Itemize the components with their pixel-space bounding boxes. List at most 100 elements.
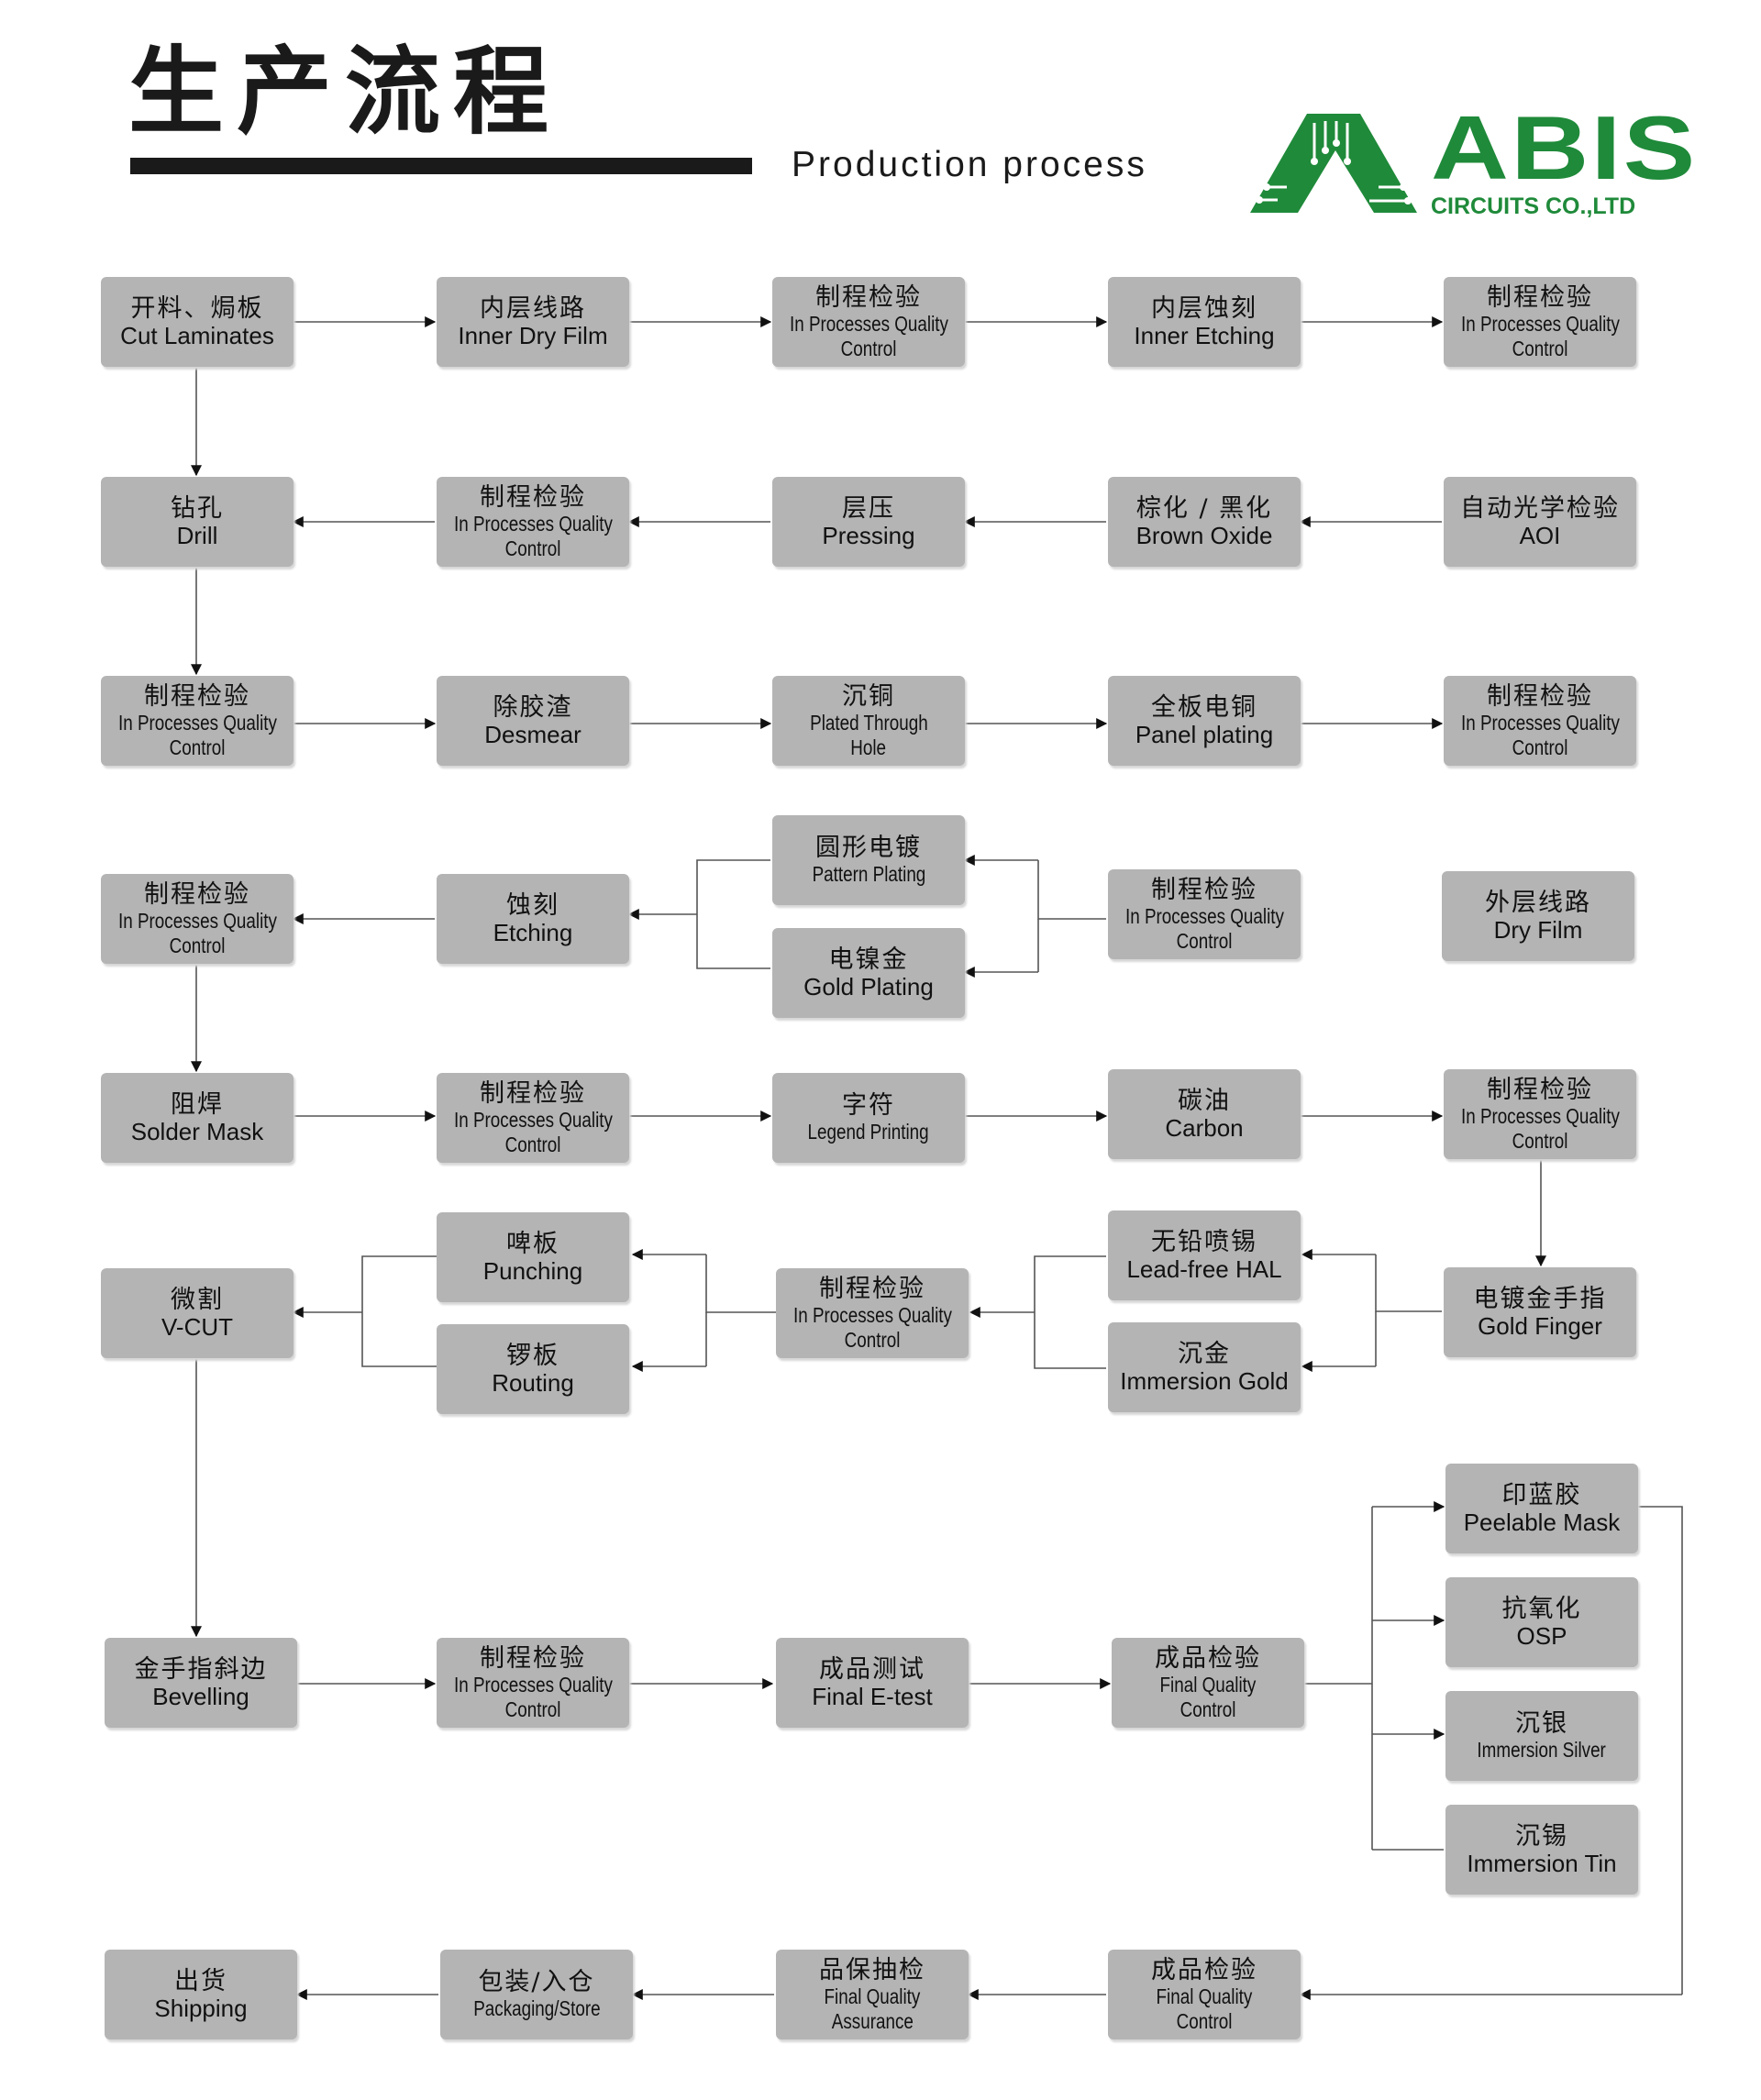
box-label-cn: 出货 bbox=[174, 1967, 227, 1995]
box-label-en: V-CUT bbox=[161, 1313, 233, 1341]
box-label-en: Control bbox=[1512, 1128, 1568, 1153]
box-label-en: In Processes Quality bbox=[117, 710, 277, 735]
box-label-en: Peelable Mask bbox=[1463, 1509, 1621, 1536]
box-label-cn: 沉锡 bbox=[1515, 1822, 1568, 1851]
box-label-cn: 自动光学检验 bbox=[1460, 494, 1620, 523]
box-label-cn: 全板电铜 bbox=[1151, 693, 1257, 722]
box-label-en: In Processes Quality bbox=[117, 908, 277, 933]
box-label-cn: 沉铜 bbox=[842, 681, 895, 711]
box-label-cn: 层压 bbox=[842, 494, 895, 523]
box-label-en: Final Quality bbox=[824, 1984, 921, 2008]
box-label-cn: 棕化 / 黑化 bbox=[1135, 494, 1273, 523]
box-label-en: In Processes Quality bbox=[1460, 1103, 1620, 1128]
company-logo-icon bbox=[1250, 114, 1417, 213]
box-label-en: Brown Oxide bbox=[1135, 522, 1273, 549]
logo-wordmark: ABIS bbox=[1431, 97, 1698, 198]
box-label-cn: 阻焊 bbox=[171, 1090, 224, 1119]
box-label-cn: 成品测试 bbox=[819, 1655, 925, 1684]
box-label-cn: 圆形电镀 bbox=[815, 834, 922, 862]
box-label-en: Plated Through bbox=[809, 710, 928, 735]
box-label-en: Pressing bbox=[822, 522, 915, 549]
box-label-cn: 开料、焗板 bbox=[130, 294, 264, 323]
box-label-cn: 电镍金 bbox=[828, 945, 909, 974]
box-label-en: Cut Laminates bbox=[120, 322, 274, 349]
box-label-cn: 无铅喷锡 bbox=[1151, 1228, 1257, 1256]
box-label-cn: 内层线路 bbox=[480, 294, 586, 323]
box-label-cn: 成品检验 bbox=[1151, 1955, 1257, 1984]
box-label-en: Drill bbox=[176, 522, 218, 549]
box-label-cn: 制程检验 bbox=[815, 282, 922, 312]
box-label-en: Shipping bbox=[154, 1995, 248, 2022]
box-label-en: Final Quality bbox=[1156, 1984, 1253, 2008]
box-label-en: Control bbox=[504, 536, 561, 560]
box-label-en: Dry Film bbox=[1493, 916, 1583, 944]
box-label-en: Assurance bbox=[831, 2008, 914, 2033]
box-label-en: Control bbox=[840, 336, 897, 360]
box-label-cn: 制程检验 bbox=[1487, 282, 1593, 312]
box-label-cn: 制程检验 bbox=[144, 879, 250, 909]
box-label-en: Pattern Plating bbox=[812, 862, 925, 886]
box-label-cn: 沉银 bbox=[1515, 1709, 1568, 1738]
box-label-en: Desmear bbox=[484, 721, 581, 748]
box-label-en: Packaging/Store bbox=[472, 1996, 601, 2020]
box-label-cn: 微割 bbox=[171, 1286, 224, 1314]
box-label-en: AOI bbox=[1519, 522, 1561, 549]
box-label-en: Control bbox=[1512, 336, 1568, 360]
box-label-en: Control bbox=[169, 933, 226, 957]
title-underline bbox=[130, 158, 752, 174]
box-label-en: Etching bbox=[493, 919, 573, 946]
box-label-cn: 品保抽检 bbox=[819, 1955, 925, 1984]
box-label-cn: 制程检验 bbox=[480, 482, 586, 512]
box-label-en: Gold Finger bbox=[1478, 1312, 1602, 1340]
box-label-en: Control bbox=[844, 1327, 901, 1352]
box-label-en: In Processes Quality bbox=[1460, 710, 1620, 735]
box-label-en: Gold Plating bbox=[803, 973, 934, 1000]
box-label-en: Immersion Tin bbox=[1467, 1850, 1617, 1877]
box-label-en: In Processes Quality bbox=[453, 1107, 613, 1132]
box-label-en: Immersion Silver bbox=[1477, 1738, 1607, 1762]
box-label-cn: 电镀金手指 bbox=[1473, 1285, 1607, 1313]
box-label-en: Inner Dry Film bbox=[458, 322, 608, 349]
box-label-cn: 制程检验 bbox=[144, 681, 250, 711]
box-label-en: Final Quality bbox=[1159, 1672, 1257, 1697]
box-label-cn: 制程检验 bbox=[819, 1274, 925, 1303]
box-label-en: Legend Printing bbox=[807, 1120, 930, 1144]
page-subtitle: Production process bbox=[792, 145, 1147, 184]
box-label-en: Control bbox=[1180, 1697, 1236, 1721]
box-label-cn: 制程检验 bbox=[480, 1078, 586, 1108]
box-label-en: Control bbox=[504, 1697, 561, 1721]
box-label-cn: 锣板 bbox=[506, 1342, 559, 1370]
box-label-cn: 制程检验 bbox=[1487, 681, 1593, 711]
box-label-en: Hole bbox=[850, 735, 887, 759]
box-label-cn: 制程检验 bbox=[480, 1643, 586, 1673]
box-label-en: Carbon bbox=[1165, 1114, 1244, 1142]
box-label-cn: 钻孔 bbox=[171, 494, 224, 523]
page-title: 生产流程 bbox=[128, 36, 562, 148]
